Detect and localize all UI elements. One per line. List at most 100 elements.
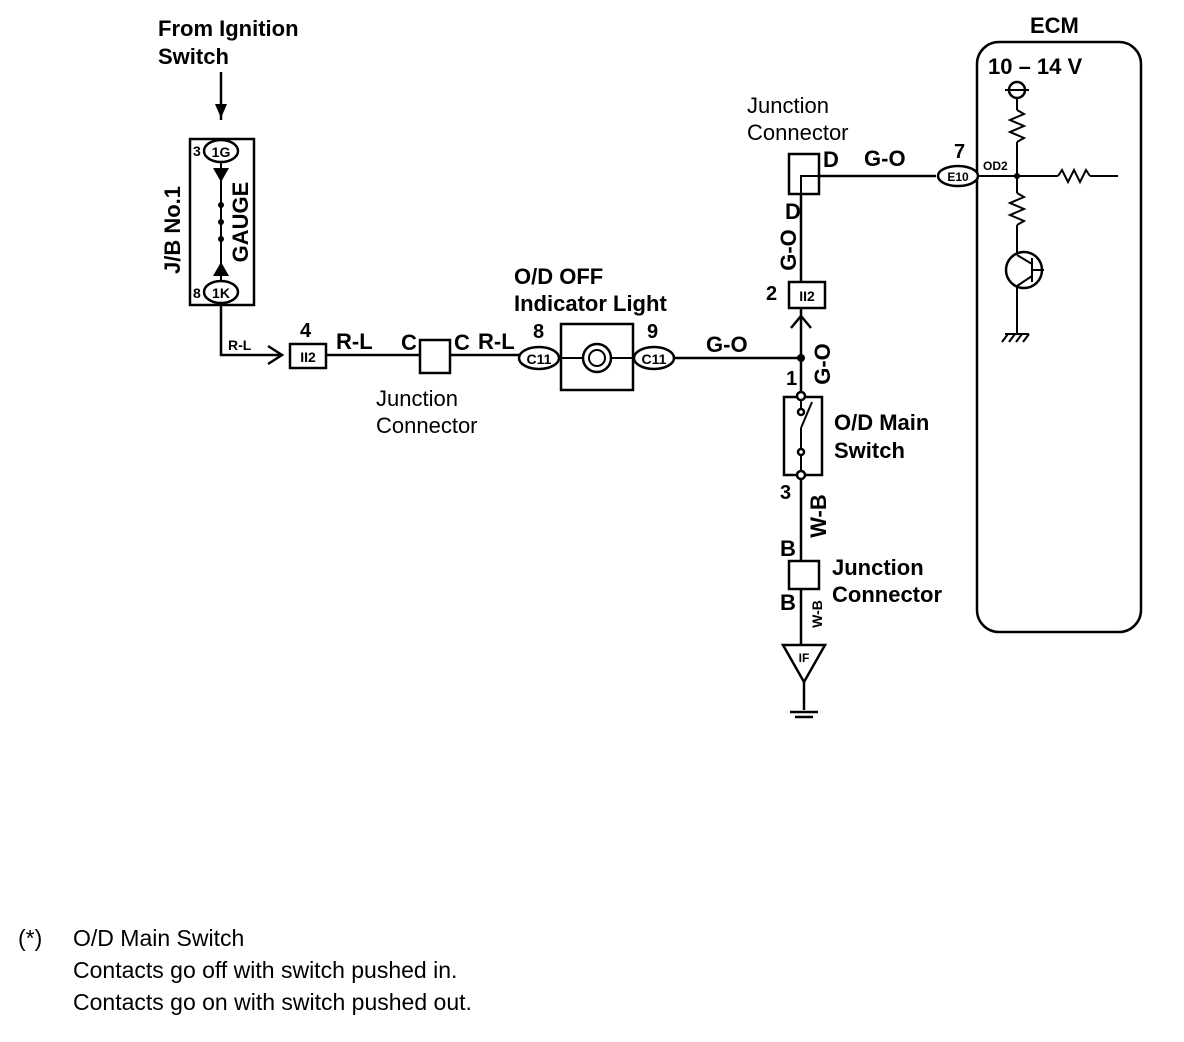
wb-wire-label-1: W-B xyxy=(806,494,831,538)
go-wire-label-2: G-O xyxy=(864,146,906,171)
od-light-label-line2: Indicator Light xyxy=(514,291,667,316)
junction-connector-top: Junction Connector D D G-O G-O xyxy=(747,93,936,282)
fuse-dot-3 xyxy=(218,236,224,242)
wire-light-to-node: G-O xyxy=(674,332,805,362)
jc-left-box xyxy=(418,338,452,375)
rl-wire-label-1: R-L xyxy=(228,337,252,353)
pin-2-label: 2 xyxy=(766,283,777,305)
ecm-title: ECM xyxy=(1030,13,1079,38)
ecm-ground-hatch-1 xyxy=(1001,333,1009,343)
junction-connector-left: C C R-L Junction Connector xyxy=(376,329,520,438)
gauge-fuse-label: GAUGE xyxy=(228,182,253,263)
jb-pin-bottom-number: 8 xyxy=(193,285,201,301)
ignition-switch-source: From Ignition Switch xyxy=(158,16,299,120)
junction-connector-bottom: W-B B B W-B Junction Connector xyxy=(780,479,942,645)
jc-left-label-line2: Connector xyxy=(376,413,478,438)
pin-3-label: 3 xyxy=(780,482,791,504)
jc-bottom-pin-b1: B xyxy=(780,536,796,561)
wb-wire-label-2: W-B xyxy=(809,600,825,628)
jc-top-pin-d1: D xyxy=(823,147,839,172)
connector-c11-left-label: C11 xyxy=(527,351,552,367)
rl-wire-label-2: R-L xyxy=(336,329,373,354)
jc-left-pin-c2: C xyxy=(454,330,470,355)
go-wire-label-4: G-O xyxy=(810,343,835,385)
ecm-ground-hatch-4 xyxy=(1022,333,1030,343)
pin-7-label: 7 xyxy=(954,141,965,163)
jc-bottom-label-line2: Connector xyxy=(832,582,942,607)
jc-left-label-line1: Junction xyxy=(376,386,458,411)
pin-9-label: 9 xyxy=(647,321,658,343)
ecm-voltage-label: 10 – 14 V xyxy=(988,54,1083,79)
od-switch-label-line1: O/D Main xyxy=(834,410,929,435)
jc-top-pin-d2: D xyxy=(785,199,801,224)
connector-e10-label: E10 xyxy=(947,170,969,184)
lamp-filament-icon xyxy=(588,349,606,367)
ground-triangle-icon xyxy=(780,643,828,685)
ignition-arrow-icon xyxy=(215,104,227,118)
connector-chevron-icon-left xyxy=(267,344,285,366)
od-main-switch: 1 O/D Main Switch 3 xyxy=(780,368,929,504)
jb-connector-1g-label: 1G xyxy=(212,144,231,160)
jb-connector-1k xyxy=(202,279,240,305)
connector-ii2-right-box xyxy=(787,280,827,310)
transistor-emitter xyxy=(1016,275,1033,287)
ecm-ground-hatch-3 xyxy=(1015,333,1023,343)
switch-contact-bottom xyxy=(796,447,806,457)
rl-wire-segment-1 xyxy=(219,305,280,357)
footnote-line-1: O/D Main Switch xyxy=(73,925,245,951)
connector-ii2-left: 4 II2 R-L xyxy=(288,320,420,370)
jb-connector-1k-label: 1K xyxy=(212,285,230,301)
ground-if-label: IF xyxy=(799,651,810,665)
jc-top-internal-link xyxy=(800,175,819,194)
ecm-ground-hatch-2 xyxy=(1008,333,1016,343)
ecm-module: ECM 10 – 14 V 7 E10 OD2 xyxy=(936,13,1143,634)
connector-ii2-right: 2 II2 G-O xyxy=(766,280,835,395)
go-wire-label-3: G-O xyxy=(776,229,801,271)
jb-pin-top-number: 3 xyxy=(193,143,201,159)
from-ignition-label-line1: From Ignition xyxy=(158,16,299,41)
lamp-bulb-icon xyxy=(581,342,613,374)
od-off-indicator-light: O/D OFF Indicator Light 8 C11 9 C11 xyxy=(514,264,676,392)
base-resistor-icon xyxy=(1007,192,1027,226)
rl-wire-label-3: R-L xyxy=(478,329,515,354)
connector-c11-right-label: C11 xyxy=(642,351,667,367)
jc-left-pin-c1: C xyxy=(401,330,417,355)
fuse-dot-2 xyxy=(218,219,224,225)
go-wire-label-1: G-O xyxy=(706,332,748,357)
jc-top-label-line2: Connector xyxy=(747,120,849,145)
wire-jb-to-ii2: R-L xyxy=(219,305,285,366)
jc-bottom-label-line1: Junction xyxy=(832,555,924,580)
connector-ii2-label: II2 xyxy=(300,349,316,365)
fuse-terminal-top-icon xyxy=(213,168,229,182)
jc-bottom-pin-b2: B xyxy=(780,590,796,615)
pin-1-label: 1 xyxy=(786,368,797,390)
od-switch-label-line2: Switch xyxy=(834,438,905,463)
jc-bottom-box xyxy=(787,559,821,591)
footnote-mark: (*) xyxy=(18,925,43,951)
signal-resistor-icon xyxy=(1057,167,1091,185)
ground-point-if: IF xyxy=(780,643,828,719)
switch-terminal-1 xyxy=(795,390,807,402)
pin-4-label: 4 xyxy=(300,320,312,342)
fuse-dot-1 xyxy=(218,202,224,208)
switch-contact-top xyxy=(796,407,806,417)
connector-ii2-right-label: II2 xyxy=(799,288,815,304)
ecm-box xyxy=(975,40,1143,634)
switch-blade-icon xyxy=(800,401,813,429)
jc-top-box xyxy=(787,152,821,196)
transistor-collector xyxy=(1016,254,1033,265)
footnote-line-3: Contacts go on with switch pushed out. xyxy=(73,989,472,1015)
switch-terminal-3 xyxy=(795,469,807,481)
fuse-terminal-bottom-icon xyxy=(213,262,229,276)
from-ignition-label-line2: Switch xyxy=(158,44,229,69)
pin-8-label: 8 xyxy=(533,321,544,343)
od2-pin-label: OD2 xyxy=(983,159,1008,173)
jb-no1-label: J/B No.1 xyxy=(160,186,185,274)
footnote: (*) O/D Main Switch Contacts go off with… xyxy=(18,922,472,1018)
footnote-line-2: Contacts go off with switch pushed in. xyxy=(73,957,458,983)
junction-block-no1: J/B No.1 3 1G GAUGE 8 1K xyxy=(160,137,256,307)
jc-top-label-line1: Junction xyxy=(747,93,829,118)
pullup-resistor-icon xyxy=(1007,109,1027,143)
od-light-label-line1: O/D OFF xyxy=(514,264,603,289)
